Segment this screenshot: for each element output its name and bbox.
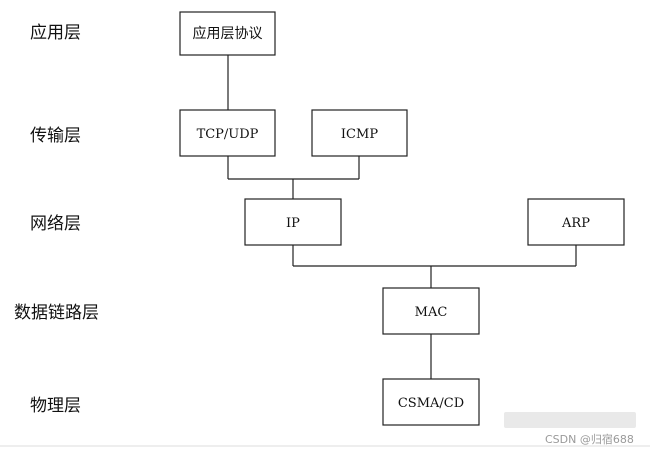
node-mac: MAC [382, 287, 480, 335]
layer-label-network: 网络层 [30, 214, 81, 234]
node-label-arp: ARP [561, 216, 590, 231]
node-icmp: ICMP [311, 109, 408, 157]
layer-label-application: 应用层 [30, 23, 81, 43]
node-label-mac: MAC [415, 305, 448, 320]
node-label-csma-cd: CSMA/CD [398, 396, 464, 411]
node-label-icmp: ICMP [341, 127, 378, 142]
node-arp: ARP [527, 198, 625, 246]
layer-label-datalink: 数据链路层 [14, 303, 99, 323]
node-app-protocol: 应用层协议 [179, 11, 276, 56]
node-csma-cd: CSMA/CD [382, 378, 480, 426]
node-tcp-udp: TCP/UDP [179, 109, 276, 157]
connectors [227, 55, 577, 379]
node-label-app-protocol: 应用层协议 [193, 25, 263, 42]
layer-label-transport: 传输层 [30, 126, 81, 146]
layer-label-physical: 物理层 [30, 396, 81, 416]
node-ip: IP [244, 198, 342, 246]
node-label-ip: IP [286, 216, 300, 231]
watermark-blur [504, 412, 636, 428]
watermark: CSDN @归宿688 [545, 432, 634, 446]
node-label-tcp-udp: TCP/UDP [197, 127, 259, 142]
